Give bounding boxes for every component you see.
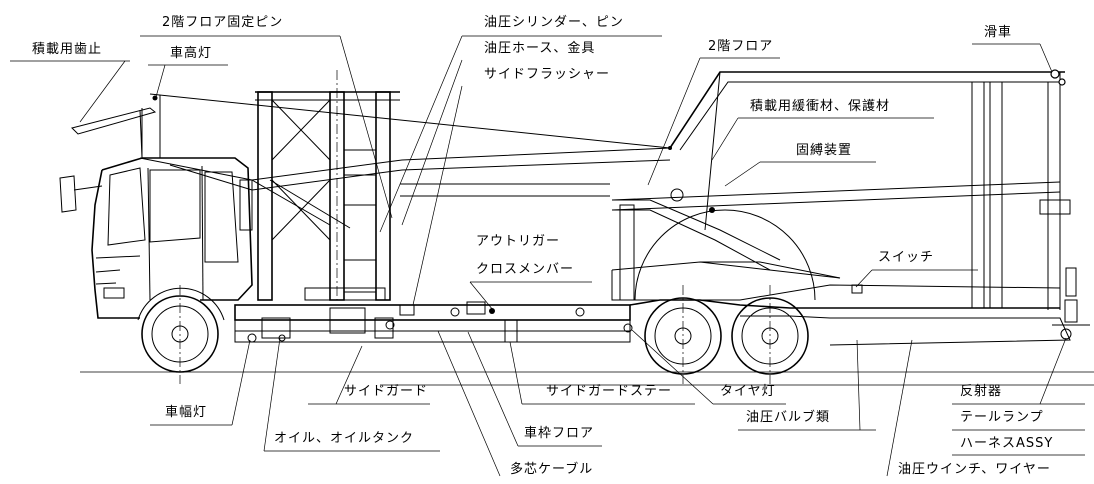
leader-lines [10, 35, 1053, 311]
label-frame-floor: 車枠フロア [524, 426, 595, 441]
label-side-guard: サイドガード [344, 384, 429, 399]
label-hydraulic-winch: 油圧ウインチ、ワイヤー [898, 462, 1051, 477]
label-cross-member: クロスメンバー [476, 262, 575, 277]
cab [59, 95, 253, 319]
label-outrigger: アウトリガー [476, 234, 561, 249]
label-tire-lamp: タイヤ灯 [720, 384, 776, 399]
label-cushion-material: 積載用緩衝材、保護材 [750, 99, 891, 114]
label-side-flasher: サイドフラッシャー [484, 67, 611, 82]
chassis-frame [234, 299, 1071, 346]
leader-lines-bottom [150, 329, 1085, 477]
label-hydraulic-hose: 油圧ホース、金具 [484, 41, 596, 56]
label-oil-tank: オイル、オイルタンク [274, 431, 415, 446]
label-tail-lamp: テールランプ [960, 410, 1044, 425]
front-tower [255, 70, 400, 301]
label-hydraulic-cylinder: 油圧シリンダー、ピン [484, 15, 624, 30]
label-multicore-cable: 多芯ケーブル [510, 462, 594, 477]
label-side-guard-stay: サイドガードステー [546, 384, 673, 399]
label-side-marker-lamp: 車幅灯 [165, 405, 208, 420]
label-hydraulic-valves: 油圧バルブ類 [746, 410, 831, 425]
label-lashing-device: 固縛装置 [796, 143, 853, 158]
upper-deck [611, 71, 1065, 310]
label-2nd-floor: 2階フロア [708, 39, 774, 54]
label-2nd-floor-lock-pin: 2階フロア固定ピン [162, 15, 284, 30]
label-clearance-lamp: 車高灯 [170, 46, 213, 61]
label-harness-assy: ハーネスASSY [960, 436, 1054, 451]
label-loading-chock: 積載用歯止 [32, 42, 103, 57]
label-switch: スイッチ [878, 250, 935, 265]
label-pulley: 滑車 [984, 25, 1013, 40]
label-reflector: 反射器 [960, 384, 1003, 399]
front-wheel [137, 287, 225, 373]
